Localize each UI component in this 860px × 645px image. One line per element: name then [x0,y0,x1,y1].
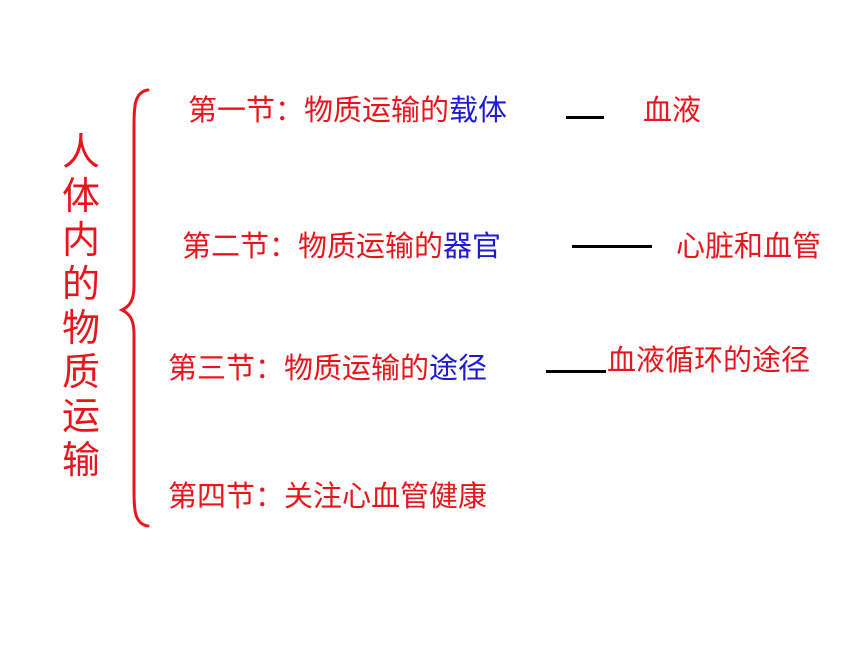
section-1-prefix: 第一节：物质运输的 [188,93,450,127]
section-3-keyword: 途径 [429,351,488,385]
title-char: 的 [61,262,100,306]
section-1-connector [566,116,604,119]
title-char: 物 [61,306,100,350]
title-char: 质 [61,350,100,394]
section-2-connector [572,245,652,248]
section-1-result: 血液 [643,93,702,127]
title-char: 输 [61,438,100,482]
title-char: 体 [61,174,100,218]
section-2-prefix: 第二节：物质运输的 [182,229,444,263]
section-3-prefix: 第三节：物质运输的 [168,351,430,385]
section-3-label: 第三节：物质运输的途径 [168,351,487,385]
section-1-label: 第一节：物质运输的载体 [188,93,507,127]
section-2-label: 第二节：物质运输的器官 [182,229,501,263]
section-3-result: 血液循环的途径 [607,343,811,377]
title-char: 运 [61,394,100,438]
title-char: 内 [61,218,100,262]
section-3-connector [546,370,606,373]
curly-brace-icon [118,88,150,528]
title-char: 人 [61,130,100,174]
section-2-result: 心脏和血管 [676,229,822,263]
section-1-keyword: 载体 [449,93,508,127]
section-4-prefix: 第四节：关注心血管健康 [168,479,488,513]
diagram-title: 人 体 内 的 物 质 运 输 [55,130,107,482]
section-4-label: 第四节：关注心血管健康 [168,479,487,513]
section-2-keyword: 器官 [443,229,502,263]
